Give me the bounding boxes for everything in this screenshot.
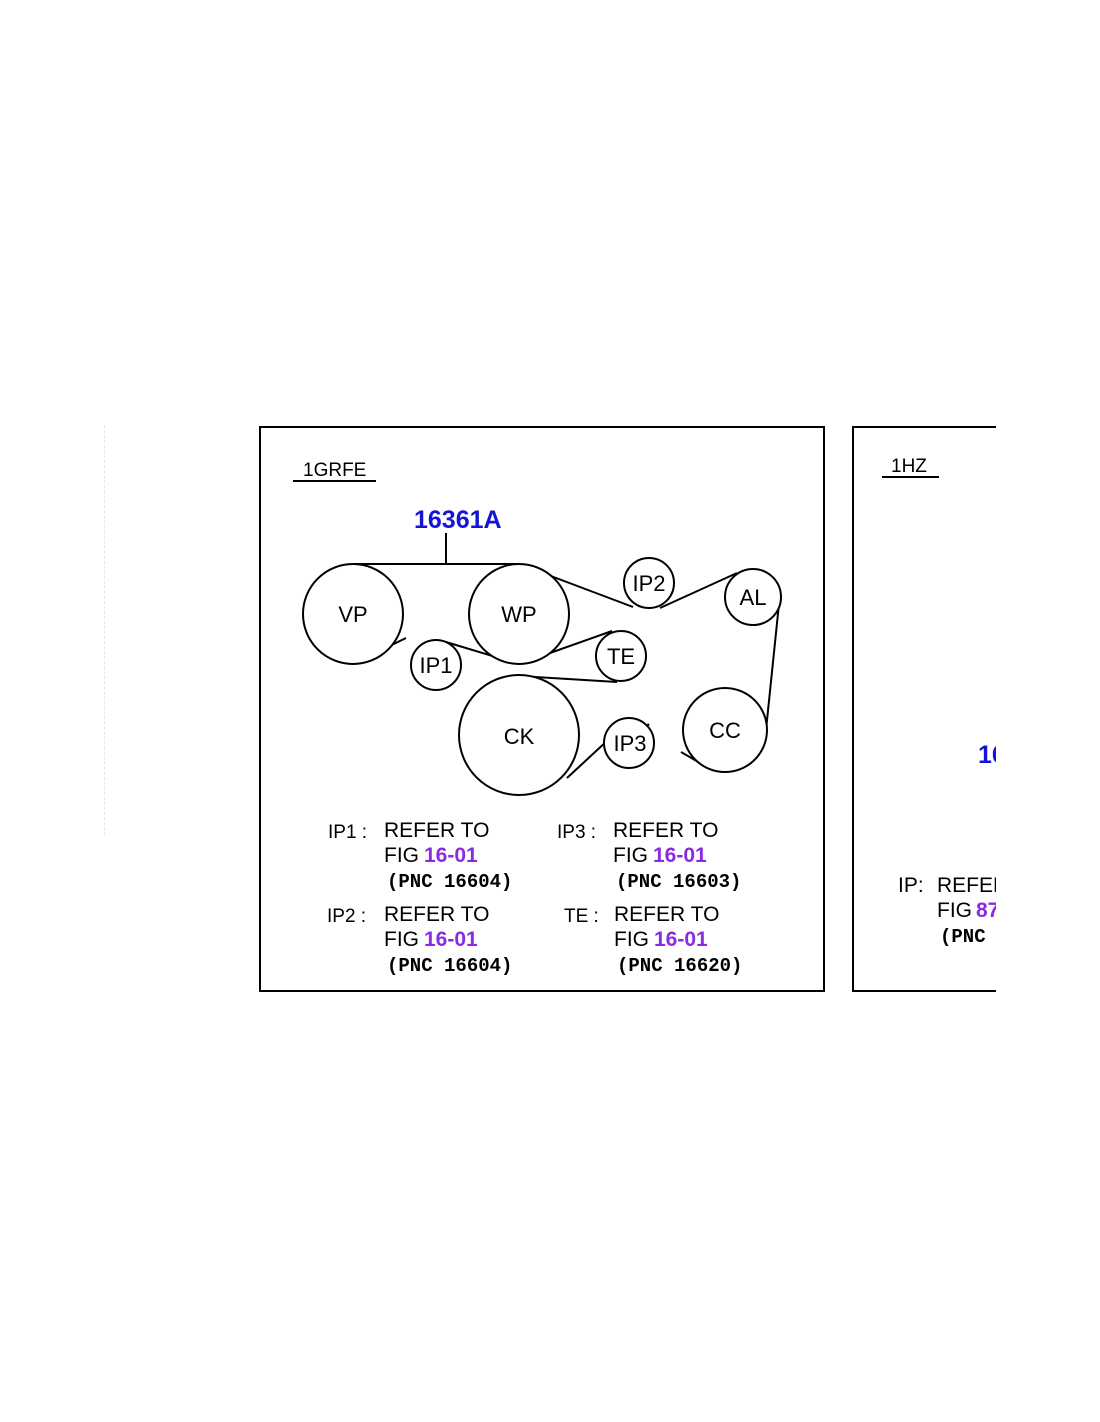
note-fig-link[interactable]: 16-01 <box>653 844 707 867</box>
belt-part-number[interactable]: 16361A <box>414 506 502 534</box>
note-refer: REFER TO <box>384 819 489 842</box>
pulley-ip3 <box>603 717 655 769</box>
belt-routing-diagram: 1GRFE 16361A <box>293 460 782 977</box>
reference-note-ip2: IP2 : REFER TO FIG 16-01 (PNC 16604) <box>327 903 512 977</box>
belt-diagram-panel-1hz: 1HZ 16 IP: REFEF FIG 87 (PNC <box>852 426 996 992</box>
pulley-label-ip3: IP3 <box>613 731 646 756</box>
note-fig-prefix: FIG <box>384 844 419 867</box>
note-fig-prefix: FIG <box>614 928 649 951</box>
reference-note-ip3: IP3 : REFER TO FIG 16-01 (PNC 16603) <box>557 819 741 893</box>
note-fig-link[interactable]: 87 <box>976 899 996 922</box>
pulley-label-te: TE <box>607 644 635 669</box>
reference-note-te: TE : REFER TO FIG 16-01 (PNC 16620) <box>564 903 742 977</box>
pulley-label-wp: WP <box>501 602 536 627</box>
note-fig-link[interactable]: 16-01 <box>424 928 478 951</box>
pulley-ip1 <box>410 639 462 691</box>
crop-guide-line <box>104 425 105 835</box>
note-key: TE : <box>564 906 599 927</box>
pulley-label-ck: CK <box>504 724 535 749</box>
pulley-cc <box>682 687 768 773</box>
pulley-wp <box>468 563 570 665</box>
pulley-te <box>595 630 647 682</box>
note-fig-link[interactable]: 16-01 <box>654 928 708 951</box>
note-key: IP2 : <box>327 906 366 927</box>
note-refer: REFER TO <box>384 903 489 926</box>
pulley-label-cc: CC <box>709 718 741 743</box>
note-fig-prefix: FIG <box>384 928 419 951</box>
note-fig-prefix: FIG <box>613 844 648 867</box>
reference-note-ip1: IP1 : REFER TO FIG 16-01 (PNC 16604) <box>328 819 512 893</box>
note-refer: REFEF <box>937 874 996 897</box>
note-key: IP: <box>898 874 924 897</box>
belt-routing-diagram-partial: 1HZ 16 IP: REFEF FIG 87 (PNC <box>882 456 996 948</box>
engine-label: 1GRFE <box>303 460 366 481</box>
note-pnc: (PNC 16620) <box>617 955 742 977</box>
reference-note-ip: IP: REFEF FIG 87 (PNC <box>898 874 996 948</box>
pulley-label-vp: VP <box>338 602 367 627</box>
note-key: IP1 : <box>328 822 367 843</box>
note-refer: REFER TO <box>614 903 719 926</box>
note-key: IP3 : <box>557 822 596 843</box>
pulley-label-ip2: IP2 <box>632 571 665 596</box>
pulley-ip2 <box>623 557 675 609</box>
belt-diagram-panel-1grfe: 1GRFE 16361A <box>259 426 825 992</box>
pulleys <box>302 557 782 796</box>
pulley-vp <box>302 563 404 665</box>
pulley-ck <box>458 674 580 796</box>
note-pnc: (PNC 16603) <box>616 871 741 893</box>
engine-label: 1HZ <box>891 456 927 477</box>
note-refer: REFER TO <box>613 819 718 842</box>
belt-part-number-partial[interactable]: 16 <box>978 741 996 769</box>
note-pnc: (PNC 16604) <box>387 871 512 893</box>
pulley-label-ip1: IP1 <box>419 653 452 678</box>
note-pnc: (PNC <box>940 926 986 948</box>
note-pnc: (PNC 16604) <box>387 955 512 977</box>
belt-diagram-panel-1hz-clip: 1HZ 16 IP: REFEF FIG 87 (PNC <box>852 426 996 992</box>
pulley-al <box>724 568 782 626</box>
note-fig-link[interactable]: 16-01 <box>424 844 478 867</box>
note-fig-prefix: FIG <box>937 899 972 922</box>
pulley-label-al: AL <box>740 585 767 610</box>
